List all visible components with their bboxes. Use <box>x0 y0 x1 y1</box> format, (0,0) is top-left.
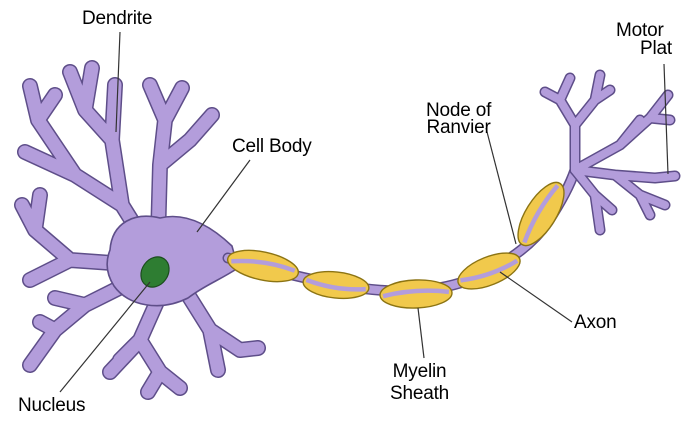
myelin-sheath-label: Myelin Sheath <box>390 361 449 405</box>
cell-body-label: Cell Body <box>232 137 312 156</box>
myelin-sheath <box>225 176 573 310</box>
dendrite-label: Dendrite <box>82 9 152 28</box>
node-leader <box>486 128 516 244</box>
motor-label-line2: Plat <box>616 40 672 58</box>
myelin-label-line1: Myelin <box>390 361 449 383</box>
axon-terminals <box>545 75 675 230</box>
axon-label: Axon <box>574 313 617 332</box>
cell-body-label-text: Cell Body <box>232 137 312 156</box>
dendrite-label-text: Dendrite <box>82 9 152 28</box>
motor-plate-label: Motor Plat <box>616 22 672 58</box>
axon-leader <box>500 272 572 322</box>
node-of-ranvier-label: Node of Ranvier <box>426 102 491 136</box>
axon-label-text: Axon <box>574 313 617 332</box>
nucleus-label-text: Nucleus <box>18 396 85 415</box>
nucleus-label: Nucleus <box>18 396 85 415</box>
node-label-line2: Ranvier <box>426 119 491 136</box>
cell-body <box>107 216 238 305</box>
myelin-label-line2: Sheath <box>390 383 449 405</box>
myelin-leader <box>418 308 424 358</box>
cell-body-leader <box>197 160 250 232</box>
